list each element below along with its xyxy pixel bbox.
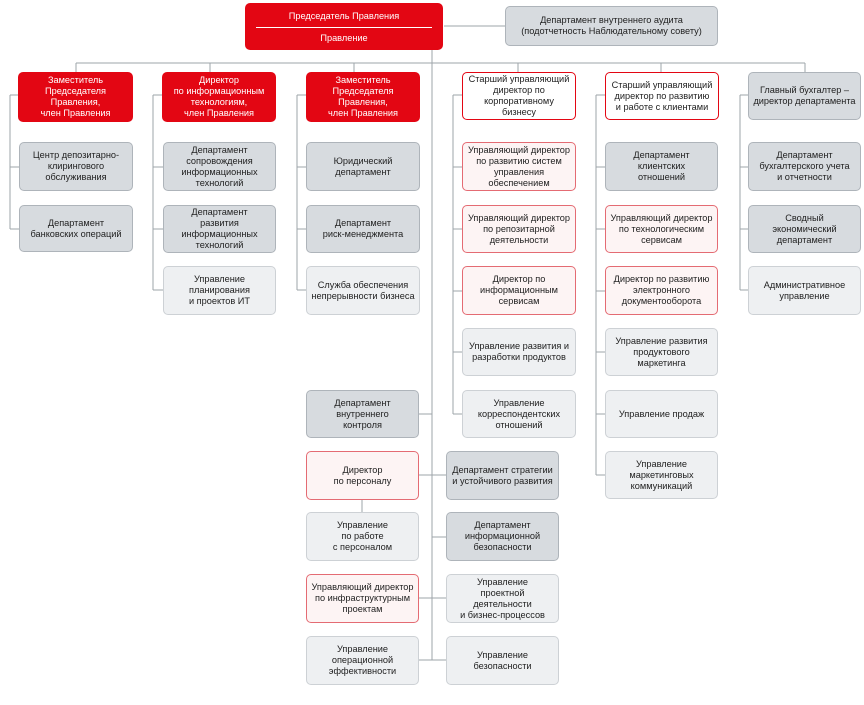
it-support-department[interactable]: Департамент сопровождения информационных… [163, 142, 276, 191]
client-relations-department[interactable]: Департамент клиентских отношений [605, 142, 718, 191]
economic-department[interactable]: Сводный экономический департамент [748, 205, 861, 253]
corporate-business-director[interactable]: Старший управляющий директор по корпорат… [462, 72, 576, 120]
legal-department[interactable]: Юридический департамент [306, 142, 420, 191]
information-security-department[interactable]: Департамент информационной безопасности [446, 512, 559, 561]
project-management[interactable]: Управление проектной деятельности и бизн… [446, 574, 559, 623]
it-development-department[interactable]: Департамент развития информационных техн… [163, 205, 276, 253]
chairman-divider [256, 27, 432, 28]
tech-services-director[interactable]: Управляющий директор по технологическим … [605, 205, 718, 253]
information-services-director[interactable]: Директор по информационным сервисам [462, 266, 576, 315]
sales-management[interactable]: Управление продаж [605, 390, 718, 438]
chairman-box[interactable]: Председатель Правления Правление [245, 3, 443, 50]
infrastructure-projects-director[interactable]: Управляющий директор по инфраструктурным… [306, 574, 419, 623]
client-development-director[interactable]: Старший управляющий директор по развитию… [605, 72, 719, 120]
it-director[interactable]: Директор по информационным технологиям, … [162, 72, 276, 122]
operational-efficiency-management[interactable]: Управление операционной эффективности [306, 636, 419, 685]
banking-operations-department[interactable]: Департамент банковских операций [19, 205, 133, 252]
internal-control-department[interactable]: Департамент внутреннего контроля [306, 390, 419, 438]
strategy-department[interactable]: Департамент стратегии и устойчивого разв… [446, 451, 559, 500]
internal-audit-department[interactable]: Департамент внутреннего аудита (подотчет… [505, 6, 718, 46]
board-title: Правление [320, 32, 368, 43]
deputy-chairman-2[interactable]: Заместитель Председателя Правления, член… [306, 72, 420, 122]
product-development-management[interactable]: Управление развития и разработки продукт… [462, 328, 576, 376]
product-marketing-management[interactable]: Управление развития продуктового маркети… [605, 328, 718, 376]
repository-director[interactable]: Управляющий директор по репозитарной дея… [462, 205, 576, 253]
business-continuity-service[interactable]: Служба обеспечения непрерывности бизнеса [306, 266, 420, 315]
collateral-systems-director[interactable]: Управляющий директор по развитию систем … [462, 142, 576, 191]
chairman-title: Председатель Правления [288, 11, 400, 21]
accounting-department[interactable]: Департамент бухгалтерского учета и отчет… [748, 142, 861, 191]
depository-clearing-center[interactable]: Центр депозитарно- клирингового обслужив… [19, 142, 133, 191]
hr-management[interactable]: Управление по работе с персоналом [306, 512, 419, 561]
chief-accountant[interactable]: Главный бухгалтер – директор департамент… [748, 72, 861, 120]
it-planning-projects[interactable]: Управление планирования и проектов ИТ [163, 266, 276, 315]
risk-management-department[interactable]: Департамент риск-менеджмента [306, 205, 420, 253]
security-management[interactable]: Управление безопасности [446, 636, 559, 685]
electronic-document-director[interactable]: Директор по развитию электронного докуме… [605, 266, 718, 315]
administrative-management[interactable]: Административное управление [748, 266, 861, 315]
hr-director[interactable]: Директор по персоналу [306, 451, 419, 500]
marketing-communications-management[interactable]: Управление маркетинговых коммуникаций [605, 451, 718, 499]
correspondent-relations-management[interactable]: Управление корреспондентских отношений [462, 390, 576, 438]
deputy-chairman-1[interactable]: Заместитель Председателя Правления, член… [18, 72, 133, 122]
